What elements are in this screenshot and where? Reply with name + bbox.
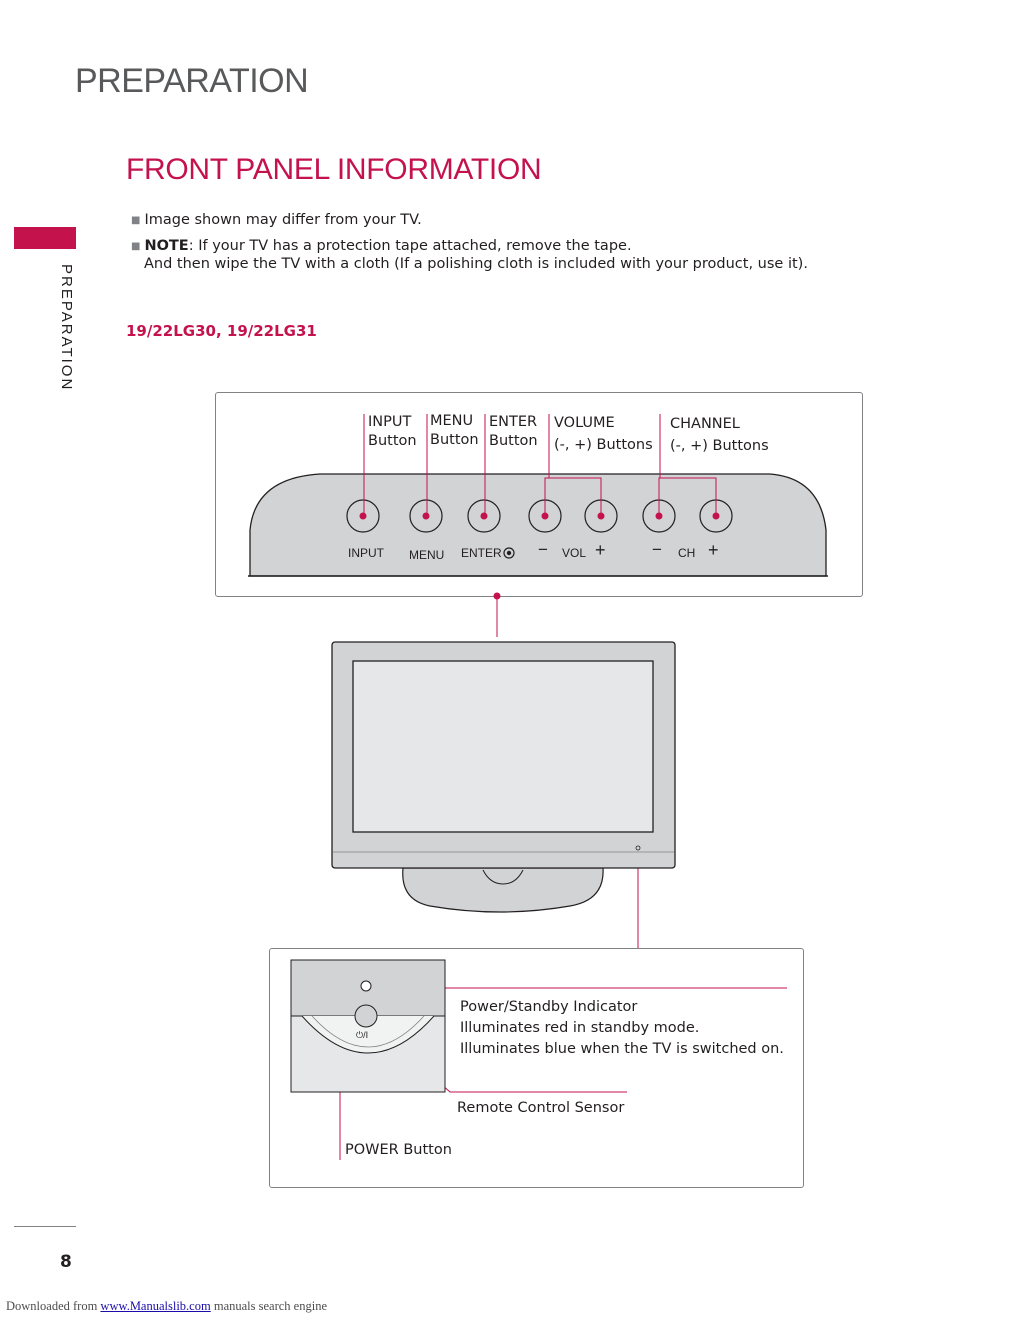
enter-callout-title: ENTER (489, 414, 538, 430)
menu-callout: MENU Button (430, 412, 479, 450)
panel-label-vol: VOL (562, 546, 587, 560)
panel-label-ch: CH (678, 546, 696, 560)
menu-callout-title: MENU (430, 413, 474, 429)
side-tab-label: PREPARATION (58, 264, 75, 392)
tv-stand (402, 867, 604, 913)
panel-label-menu: MENU (409, 548, 445, 562)
note-2-bold: NOTE (144, 238, 189, 254)
section-title: FRONT PANEL INFORMATION (126, 153, 542, 186)
power-callout-box (269, 948, 804, 1188)
note-2-line2: And then wipe the TV with a cloth (If a … (144, 256, 808, 272)
enter-callout: ENTER Button (489, 413, 538, 451)
standby-indicator-icon (360, 980, 372, 992)
menu-callout-sub: Button (430, 432, 479, 448)
panel-label-input: INPUT (348, 546, 384, 560)
input-callout-title: INPUT (368, 414, 412, 430)
power-indicator-icon (635, 845, 641, 851)
panel-vol-minus: − (538, 540, 548, 559)
input-callout: INPUT Button (368, 413, 417, 451)
volume-callout-title: VOLUME (554, 415, 615, 431)
indicator-callout-line1: Illuminates red in standby mode. (460, 1020, 700, 1036)
channel-callout-sub: (-, +) Buttons (670, 438, 769, 454)
indicator-callout-line2: Illuminates blue when the TV is switched… (460, 1041, 784, 1057)
volume-callout-sub: (-, +) Buttons (554, 437, 653, 453)
power-detail-illustration (290, 959, 446, 1093)
tv-illustration (331, 641, 676, 913)
footer-prefix: Downloaded from (6, 1299, 101, 1313)
footer: Downloaded from www.Manualslib.com manua… (6, 1299, 327, 1314)
enter-callout-sub: Button (489, 433, 538, 449)
panel-ch-plus: + (708, 540, 719, 560)
note-2: ■NOTE: If your TV has a protection tape … (131, 238, 632, 254)
volume-callout: VOLUME (-, +) Buttons (554, 412, 653, 456)
channel-callout-title: CHANNEL (670, 416, 740, 432)
note-1-text: Image shown may differ from your TV. (144, 212, 422, 228)
model-label: 19/22LG30, 19/22LG31 (126, 322, 317, 340)
remote-sensor-icon (354, 1004, 378, 1028)
power-symbol-label: ⏻/I (356, 1030, 369, 1040)
bullet-icon: ■ (131, 241, 141, 252)
footer-link[interactable]: www.Manualslib.com (100, 1299, 211, 1313)
power-callout: POWER Button (345, 1142, 452, 1158)
sensor-callout: Remote Control Sensor (457, 1100, 625, 1116)
indicator-callout: Power/Standby Indicator Illuminates red … (460, 997, 784, 1060)
page-number-rule (14, 1226, 76, 1227)
tv-screen (352, 660, 654, 833)
panel-vol-plus: + (595, 540, 606, 560)
footer-suffix: manuals search engine (210, 1299, 327, 1313)
page-header: PREPARATION (75, 62, 309, 100)
power-button-arc (301, 1015, 435, 1054)
enter-symbol-icon (503, 547, 515, 559)
bullet-icon: ■ (131, 215, 141, 226)
panel-ch-minus: − (652, 540, 662, 559)
channel-callout: CHANNEL (-, +) Buttons (670, 413, 769, 457)
note-1: ■Image shown may differ from your TV. (131, 212, 422, 228)
indicator-callout-title: Power/Standby Indicator (460, 999, 638, 1015)
input-callout-sub: Button (368, 433, 417, 449)
note-2-text: : If your TV has a protection tape attac… (188, 238, 632, 254)
page-number: 8 (60, 1252, 72, 1272)
side-tab-marker (14, 227, 76, 249)
panel-label-enter: ENTER (461, 546, 502, 560)
